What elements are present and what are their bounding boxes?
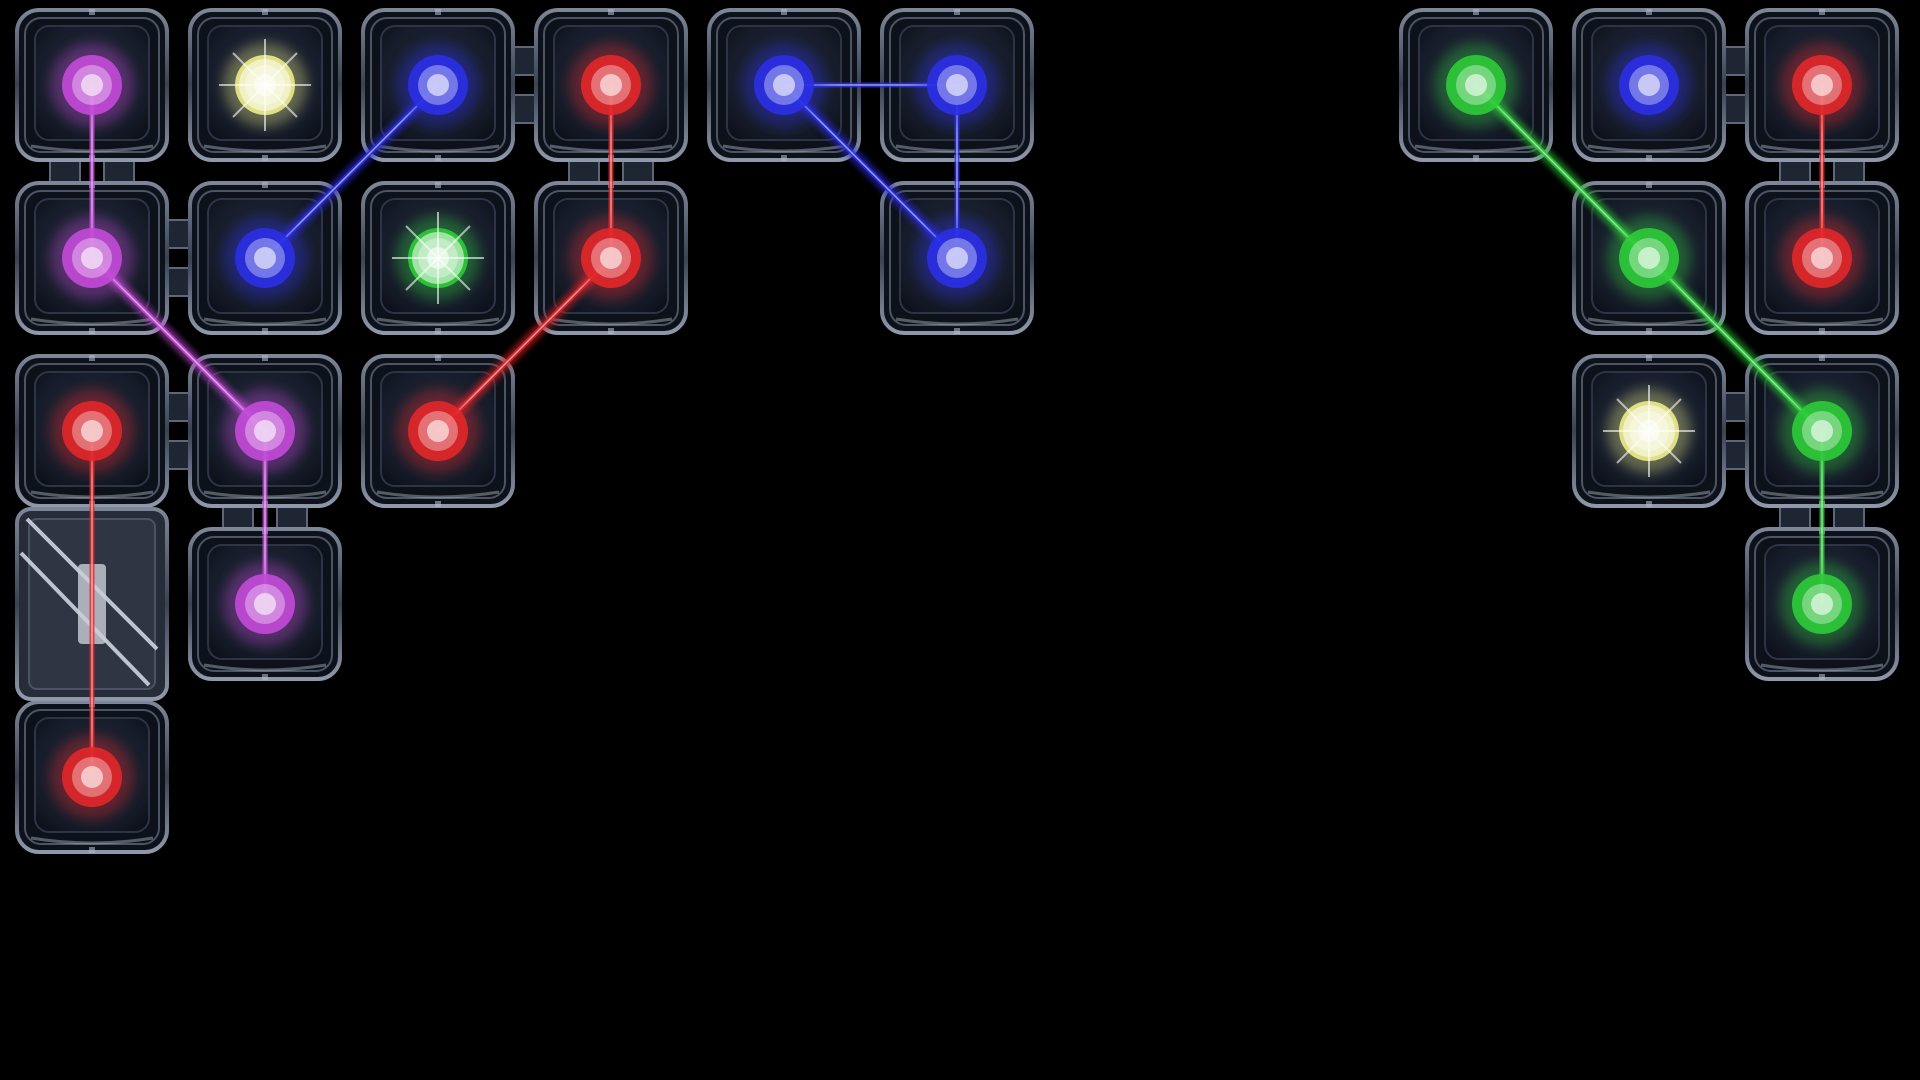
light-orb-green[interactable] — [392, 212, 484, 304]
light-orb-blue[interactable] — [742, 43, 826, 127]
light-orb-red[interactable] — [50, 735, 134, 819]
light-orb-red[interactable] — [396, 389, 480, 473]
light-orb-blue[interactable] — [1607, 43, 1691, 127]
light-orb-yellow[interactable] — [219, 39, 311, 131]
light-orb-red[interactable] — [50, 389, 134, 473]
sparkle-icon — [219, 39, 311, 131]
sparkle-icon — [392, 212, 484, 304]
sparkle-icon — [1603, 385, 1695, 477]
light-orb-red[interactable] — [1780, 43, 1864, 127]
light-orb-blue[interactable] — [915, 216, 999, 300]
light-orb-red[interactable] — [569, 43, 653, 127]
beam-layer — [86, 79, 1828, 783]
light-orb-purple[interactable] — [50, 43, 134, 127]
light-orb-purple[interactable] — [223, 562, 307, 646]
light-orb-green[interactable] — [1607, 216, 1691, 300]
light-orb-blue[interactable] — [396, 43, 480, 127]
light-orb-green[interactable] — [1780, 562, 1864, 646]
light-orb-green[interactable] — [1780, 389, 1864, 473]
light-orb-blue[interactable] — [223, 216, 307, 300]
light-layer — [50, 39, 1864, 819]
light-orb-blue[interactable] — [915, 43, 999, 127]
light-orb-purple[interactable] — [50, 216, 134, 300]
light-orb-red[interactable] — [569, 216, 653, 300]
light-orb-green[interactable] — [1434, 43, 1518, 127]
light-orb-purple[interactable] — [223, 389, 307, 473]
light-orb-red[interactable] — [1780, 216, 1864, 300]
light-orb-yellow[interactable] — [1603, 385, 1695, 477]
